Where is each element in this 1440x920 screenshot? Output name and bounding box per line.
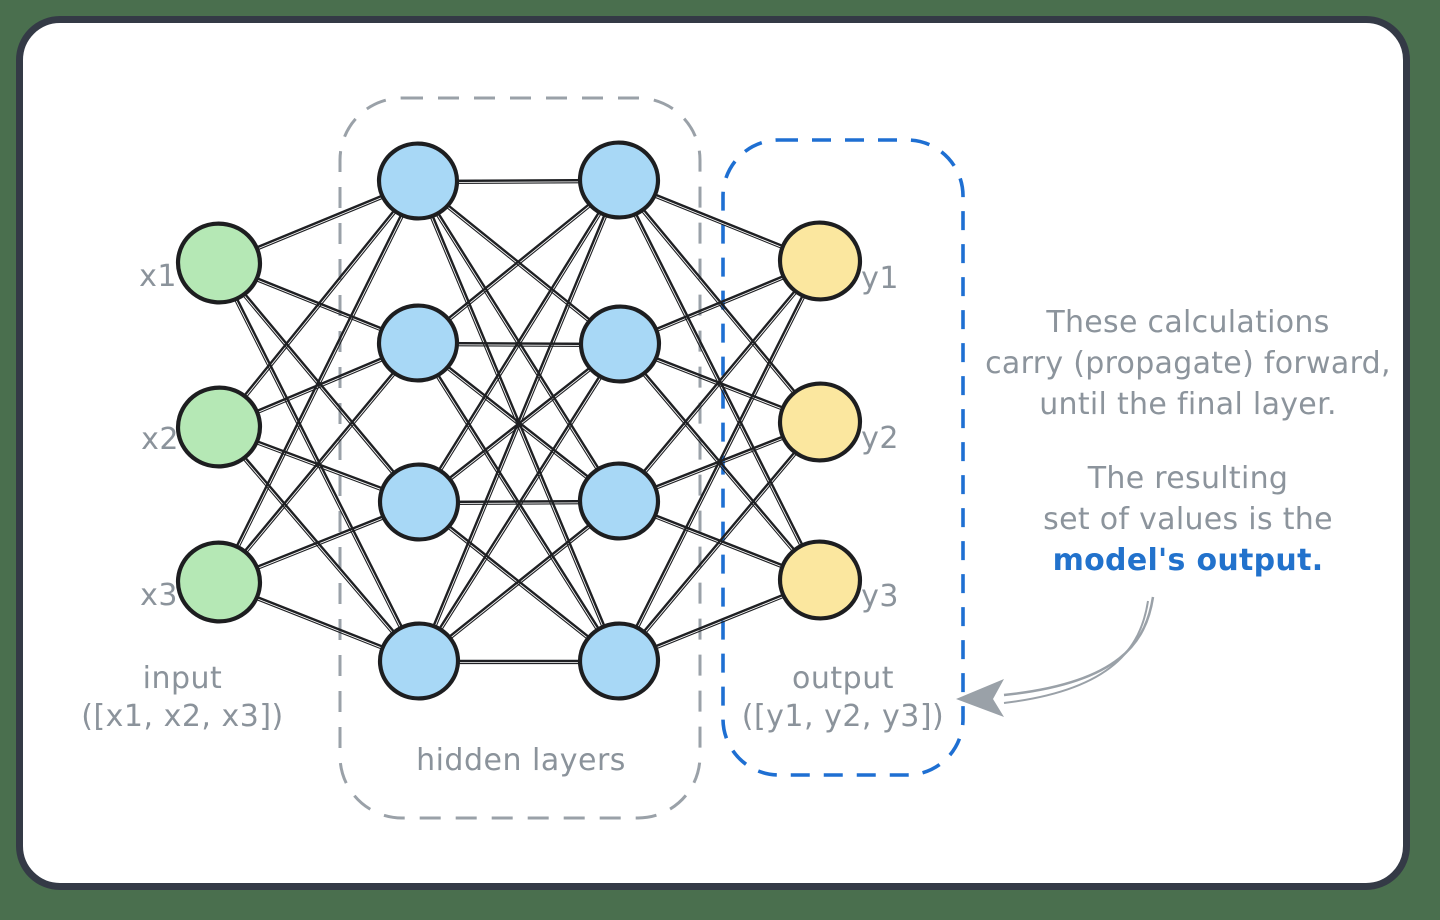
network-edge-sketch — [420, 345, 622, 505]
network-edge-sketch — [415, 181, 618, 663]
hidden-2-node — [578, 304, 662, 384]
network-nodes — [175, 140, 863, 701]
annotation-line: The resulting — [1087, 461, 1289, 496]
arrow-shaft-inner — [1003, 600, 1149, 704]
network-edge — [217, 180, 420, 583]
network-edge-sketch — [220, 344, 421, 585]
network-edge-sketch — [220, 181, 421, 584]
network-edge — [218, 426, 420, 662]
hidden-layers-caption: hidden layers — [416, 743, 626, 778]
network-edge — [218, 180, 419, 428]
network-edge-sketch — [220, 182, 421, 429]
input-caption: input ([x1, x2, x3]) — [30, 660, 335, 736]
network-edge — [418, 500, 620, 662]
input-node-label-x2: x2 — [141, 422, 179, 457]
network-edge-sketch — [620, 262, 823, 504]
input-node — [175, 385, 263, 469]
network-edge-sketch — [420, 180, 622, 663]
output-node-label-y1: y1 — [861, 261, 899, 296]
annotation-arrow — [956, 596, 1155, 717]
hidden-2-node — [577, 140, 661, 220]
network-edge-sketch — [620, 261, 823, 663]
network-edge — [418, 343, 621, 503]
annotation-paragraph-2: The resulting set of values is the model… — [950, 458, 1426, 581]
output-node-label-y3: y3 — [861, 579, 899, 614]
network-edge — [417, 179, 621, 662]
hidden-1-node — [377, 621, 461, 701]
annotation-line: carry (propagate) forward, — [985, 346, 1391, 381]
hidden-2-node — [577, 461, 661, 541]
annotation-line: until the final layer. — [1039, 387, 1337, 422]
network-edge-sketch — [420, 345, 623, 663]
network-edge-sketch — [420, 502, 621, 664]
network-edge-sketch — [419, 181, 621, 346]
output-node — [777, 539, 863, 621]
input-node-label-x3: x3 — [140, 578, 178, 613]
network-edge-sketch — [620, 423, 823, 664]
output-node-label-y2: y2 — [861, 421, 899, 456]
input-caption-title: input — [142, 661, 223, 696]
output-caption-sub: ([y1, y2, y3]) — [741, 699, 945, 734]
output-layer-box — [721, 138, 965, 777]
output-caption: output ([y1, y2, y3]) — [723, 660, 963, 736]
annotation-accent-text: model's output. — [1052, 543, 1324, 578]
network-edge — [218, 342, 419, 583]
output-node — [777, 381, 863, 463]
output-node — [777, 220, 863, 302]
network-edge — [618, 421, 821, 662]
network-edge — [417, 179, 620, 344]
network-edge — [417, 343, 622, 662]
input-node — [175, 221, 263, 305]
input-node — [175, 540, 263, 624]
input-caption-sub: ([x1, x2, x3]) — [81, 699, 284, 734]
network-edge-sketch — [420, 181, 622, 504]
arrow-head-icon — [956, 679, 1004, 717]
annotation-paragraph-1: These calculations carry (propagate) for… — [950, 302, 1426, 425]
hidden-layers-box — [338, 96, 702, 820]
network-edge-sketch — [416, 182, 619, 347]
network-edges — [216, 178, 823, 665]
dashed-boxes — [338, 96, 965, 820]
hidden-1-node — [376, 141, 460, 221]
network-edge-sketch — [415, 344, 618, 663]
network-edge — [417, 179, 621, 503]
hidden-1-node — [376, 303, 460, 383]
arrow-shaft-outer — [1003, 596, 1155, 697]
annotation-line: set of values is the — [1043, 502, 1333, 537]
network-edge — [618, 179, 821, 423]
output-caption-title: output — [792, 661, 894, 696]
hidden-1-node — [377, 462, 461, 542]
network-edge — [617, 260, 822, 662]
network-edge — [618, 260, 821, 502]
input-node-label-x1: x1 — [139, 259, 177, 294]
hidden-2-node — [577, 621, 661, 701]
annotation-line: These calculations — [1046, 305, 1330, 340]
